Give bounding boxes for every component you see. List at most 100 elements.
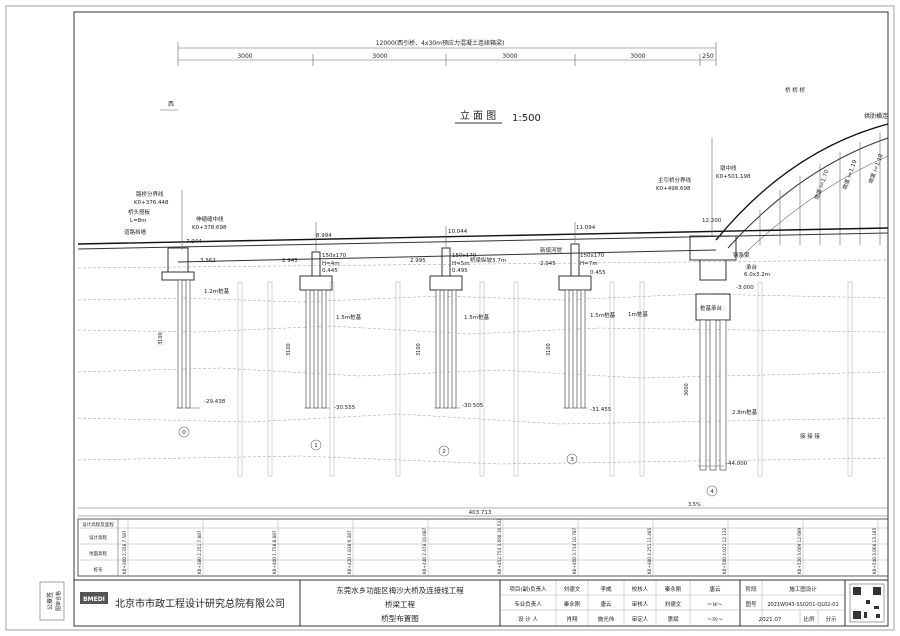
arch-label: 拱肋横连 <box>864 112 888 120</box>
pile-bottom-1: -30.555 <box>334 405 356 411</box>
scale-label: 比例 <box>803 615 815 623</box>
name-project-lead-2: 李威 <box>600 585 612 593</box>
role-checker: 校核人 <box>632 585 649 593</box>
name-checker-2: 唐云 <box>709 585 721 593</box>
cap-elev-1: 2.945 <box>282 258 298 264</box>
roadbed-station: K0+376.448 <box>134 200 169 206</box>
qr-code <box>849 583 885 623</box>
tie-label: 承台 <box>746 263 758 271</box>
stage-value: 施工图设计 <box>789 585 817 593</box>
gradient-mark-2: 坡度 i=1.19 <box>840 158 858 190</box>
arch-structure: 坡度 i=1.70 坡度 i=1.19 坡度 i=1.18 <box>715 123 889 259</box>
small-elev-2: 0.495 <box>452 268 468 274</box>
cap-size-3: 150x170 <box>580 253 605 259</box>
view-title: 立 面 图 <box>460 109 496 122</box>
deck-note: 新填河堤 <box>540 246 563 254</box>
tie-size: 6.0x3.2m <box>744 272 770 278</box>
cap-elev-4: -3.000 <box>736 285 754 291</box>
drawing-no: 2021W043-SS0201-QL02-01 <box>767 602 838 608</box>
signature-approver: ~m~ <box>707 616 723 623</box>
abut-label: 道路挡墙 <box>124 228 147 236</box>
role-reviewer: 审核人 <box>632 600 649 608</box>
pile-label-4: 1m桩基 <box>628 310 648 318</box>
main-boundary-station: K0+498.698 <box>656 186 691 192</box>
span-dim-3: 3000 <box>502 53 517 60</box>
span-dim-1: 3000 <box>237 53 252 60</box>
drawing-no-label: 图号 <box>745 600 757 608</box>
name-project-lead: 刘德文 <box>564 585 581 593</box>
table-row-label-2: 设计高程 <box>89 534 107 541</box>
pier-number-0: 0 <box>182 430 186 436</box>
right-label-b: 接 接 接 <box>800 432 820 440</box>
cap-height-2: H=5m <box>452 261 470 267</box>
pier-number-1: 1 <box>314 443 318 449</box>
table-row-label-4: 桩号 <box>94 566 103 573</box>
cap-height-3: H=7m <box>580 261 598 267</box>
station-label: K0+360 2.358 7.587 <box>122 530 127 574</box>
seal-org: 公章签 <box>46 592 54 610</box>
top-elev-4: 12.200 <box>702 218 722 224</box>
drawing-date: 2021.07 <box>759 617 782 623</box>
pile-bottom-4: -44.000 <box>726 461 748 467</box>
section-name: 桥梁工程 <box>385 599 415 609</box>
scale-value: 分示 <box>825 615 837 623</box>
right-label-a: 桥 桥 桥 <box>785 86 805 94</box>
pier-number-4: 4 <box>710 489 714 495</box>
left-elev: 7.944 <box>186 239 202 245</box>
signature-reviewer: ~w~ <box>707 601 722 608</box>
span-dim-2: 3000 <box>372 53 387 60</box>
table-row-label-3: 地面高程 <box>89 550 107 557</box>
total-span-label: 12000(西引桥、4x30m预应力混凝土连续箱梁) <box>376 39 505 47</box>
small-elev-1: 0.445 <box>322 268 338 274</box>
pier-center-station: K0+501.198 <box>716 174 751 180</box>
company-logo <box>80 592 108 604</box>
table-row-label-1: 设计高程及里程 <box>82 521 114 528</box>
station-label: K0+420 1.838 9.387 <box>347 530 352 574</box>
pile-label-5: 2.8m桩基 <box>732 408 758 416</box>
company-name: 北京市市政工程设计研究总院有限公司 <box>115 597 285 610</box>
name-designer-2: 施光伟 <box>598 615 615 623</box>
qr-code-pattern <box>853 587 881 619</box>
cap-height-1: H=4m <box>322 261 340 267</box>
roadbed-line-label: 路桥分界线 <box>136 190 164 198</box>
pile-bottom-0: -29.438 <box>204 399 226 405</box>
pier-3: 11.094 150x170 H=7m 2.945 0.455 新填河堤 1.5… <box>540 222 648 465</box>
pile-length-3: 3100 <box>546 343 552 356</box>
logo-text: BMEDI <box>83 596 105 603</box>
project-name: 东莞水乡功能区梅沙大桥及连接线工程 <box>336 585 464 595</box>
cap-elev-2: 2.995 <box>410 258 426 264</box>
main-boundary-label: 主引桥分界线 <box>658 176 692 184</box>
cap-size-2: 150x170 <box>452 253 477 259</box>
pile-label-0: 1.2m桩基 <box>204 287 230 295</box>
pile-label-1: 1.5m桩基 <box>336 313 362 321</box>
name-reviewer: 刘德文 <box>665 600 682 608</box>
top-elev-2: 10.044 <box>448 229 468 235</box>
bearing-station: K0+378.698 <box>192 225 227 231</box>
role-designer: 设 计 人 <box>518 615 538 623</box>
top-elev-1: 8.994 <box>316 233 332 239</box>
pile-length-1: 3100 <box>286 343 292 356</box>
cap-elev-3: 2.945 <box>540 261 556 267</box>
abutment-0: 伸缩缝中线 K0+378.698 路桥分界线 K0+376.448 桥头搭板 L… <box>124 190 230 438</box>
bottom-span-mid: 3.5% <box>688 502 701 508</box>
seal-cert: 图审合格 <box>55 591 62 611</box>
cap-beam-label: 钢系梁 <box>733 251 750 259</box>
pile-label-3: 1.5m桩基 <box>590 311 616 319</box>
station-columns: K0+360 2.358 7.587 K0+380 2.251 7.887 K0+4… <box>122 518 879 576</box>
deck-girder <box>77 227 889 269</box>
role-approver: 审定人 <box>632 615 649 623</box>
pile-length-4: 3600 <box>684 383 690 396</box>
station-label: K0+440 2.478 10.087 <box>422 527 427 574</box>
station-label: K0+452.754 3.668 10.533 <box>497 518 502 574</box>
station-label: K0+500 4.021 12.132 <box>722 527 727 574</box>
name-approver: 惠斌 <box>667 615 679 623</box>
bearing-label: 伸缩缝中线 <box>196 215 224 223</box>
name-discipline-lead: 秦永刚 <box>564 600 581 608</box>
station-label: K0+380 2.251 7.887 <box>197 530 202 574</box>
station-label: K0+540 3.068 13.185 <box>872 527 877 574</box>
pile-bottom-2: -30.505 <box>462 403 484 409</box>
pile-cap-label: 桩基承台 <box>700 304 723 312</box>
pile-bottom-3: -31.455 <box>590 407 612 413</box>
